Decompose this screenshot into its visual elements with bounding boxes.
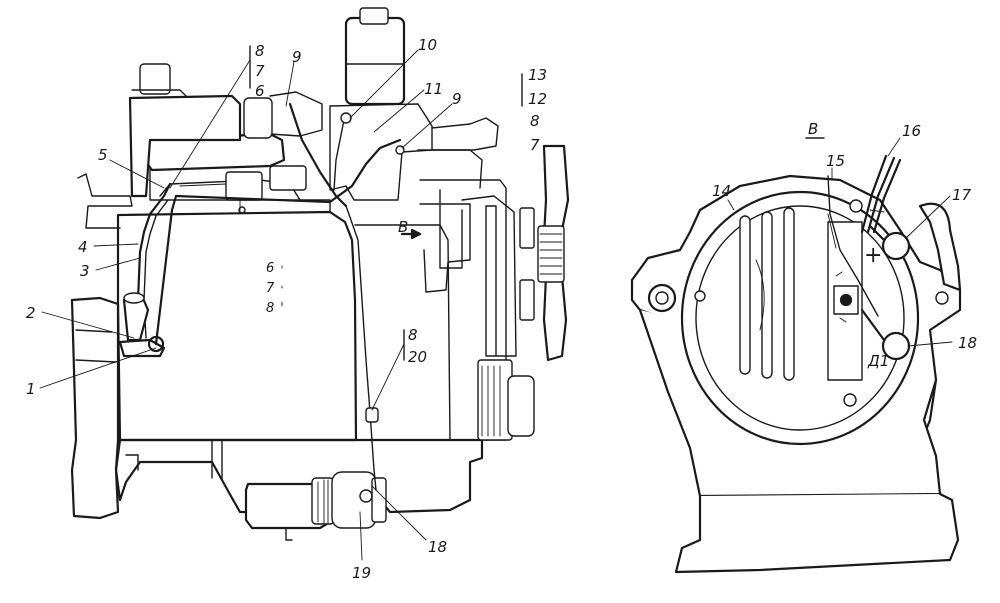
callout-6-top: 6 xyxy=(255,82,265,100)
callout-14: 14 xyxy=(712,182,731,200)
engine-block xyxy=(116,210,358,442)
terminal-positive xyxy=(868,224,911,261)
housing-bolt-right xyxy=(935,291,949,305)
view-b-arrowhead xyxy=(410,228,422,240)
terminal-d1-label: Д1 xyxy=(867,352,889,370)
callout-7-right: 7 xyxy=(530,136,540,154)
callout-20: 20 xyxy=(408,348,427,366)
terminal-d1 xyxy=(860,308,911,361)
injection-pump xyxy=(269,165,307,191)
wire-connector xyxy=(365,407,379,423)
generator-inner-ring xyxy=(695,205,905,431)
terminal-screw xyxy=(839,293,853,307)
callout-7-mid: 7 xyxy=(266,281,275,296)
vent-grille xyxy=(739,207,795,381)
callout-8-right: 8 xyxy=(530,112,540,130)
callout-16: 16 xyxy=(902,122,921,140)
right-callout-leaders xyxy=(727,137,953,347)
positive-sign: + xyxy=(864,243,882,268)
wire-clip-top xyxy=(340,112,352,124)
callout-8-top: 8 xyxy=(255,42,265,60)
mounting-bracket xyxy=(77,173,133,229)
callout-6-mid: 6 xyxy=(266,261,274,276)
wiring-harness xyxy=(118,102,405,491)
callout-15: 15 xyxy=(826,152,845,170)
flywheel-housing xyxy=(70,296,122,520)
left-callout-labels: 1 2 3 4 5 8 7 6 9 10 11 9 13 12 8 7 B 6 … xyxy=(26,36,547,582)
callout-7-top: 7 xyxy=(255,62,265,80)
callout-8-mid: 8 xyxy=(266,301,274,316)
mounting-lug-left xyxy=(647,283,706,313)
callout-11: 11 xyxy=(424,80,443,98)
generator-view-b: B 14 15 16 17 18 + Д1 xyxy=(630,120,977,574)
view-b-title: B xyxy=(808,120,818,138)
callout-3: 3 xyxy=(80,262,90,280)
callout-19: 19 xyxy=(352,564,371,582)
housing-bolt-top xyxy=(849,199,863,213)
callout-17: 17 xyxy=(952,186,972,204)
callout-10: 10 xyxy=(418,36,437,54)
tension-adjust-arm xyxy=(918,202,962,292)
callout-5: 5 xyxy=(98,146,108,164)
callout-18-low: 18 xyxy=(428,538,447,556)
right-callout-labels: B 14 15 16 17 18 + Д1 xyxy=(712,120,977,370)
starter-wire xyxy=(345,205,377,491)
callout-18: 18 xyxy=(958,334,977,352)
generator-foot xyxy=(674,492,960,574)
callout-2: 2 xyxy=(26,304,36,322)
fan-and-pulleys xyxy=(419,144,570,441)
callout-8-low: 8 xyxy=(408,326,418,344)
callout-1: 1 xyxy=(26,380,36,398)
power-leads xyxy=(860,154,902,234)
callout-leaders xyxy=(39,45,523,561)
callout-12: 12 xyxy=(528,90,547,108)
callout-4: 4 xyxy=(78,238,88,256)
view-b-label: B xyxy=(398,218,408,236)
field-wire xyxy=(827,175,879,317)
callout-9-a: 9 xyxy=(292,48,302,66)
engine-side-view: 1 2 3 4 5 8 7 6 9 10 11 9 13 12 8 7 B 6 … xyxy=(26,7,570,582)
exhaust-manifold xyxy=(243,7,433,201)
callout-13: 13 xyxy=(528,66,547,84)
generator-housing xyxy=(680,190,920,446)
breather-cap xyxy=(139,63,171,95)
starter-motor xyxy=(244,471,387,541)
callout-9-b: 9 xyxy=(452,90,462,108)
air-cleaner xyxy=(128,94,242,198)
housing-bolt-bottom xyxy=(843,393,857,407)
